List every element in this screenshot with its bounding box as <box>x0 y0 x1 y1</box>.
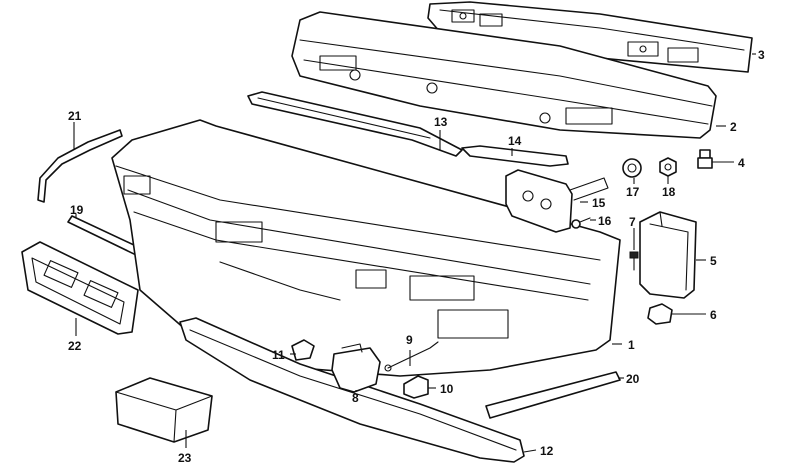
part-23-box <box>115 377 213 443</box>
part-15-bumper-mount <box>505 169 609 233</box>
callout-7: 7 <box>629 215 636 229</box>
part-22-license-plate-bracket <box>21 241 139 335</box>
part-3-bumper-carrier <box>427 1 753 73</box>
part-20-side-strip <box>485 371 621 419</box>
part-2-rear-bumper <box>291 11 717 139</box>
part-9-rod <box>384 341 439 372</box>
leader-lines <box>73 53 756 453</box>
callout-5: 5 <box>710 254 717 268</box>
part-1-front-bumper <box>111 119 621 377</box>
callout-18: 18 <box>662 185 676 199</box>
part-21-curved-strip <box>37 129 123 203</box>
callout-4: 4 <box>738 156 745 170</box>
callout-10: 10 <box>440 382 454 396</box>
callout-20: 20 <box>626 372 640 386</box>
callout-15: 15 <box>592 196 606 210</box>
part-14-trim-strip <box>461 145 569 167</box>
callout-22: 22 <box>68 339 82 353</box>
callout-19: 19 <box>70 203 84 217</box>
callout-11: 11 <box>272 348 285 362</box>
callout-1: 1 <box>628 338 635 352</box>
part-6-clip <box>647 303 673 325</box>
callout-8: 8 <box>352 391 359 405</box>
callout-2: 2 <box>730 120 737 134</box>
callout-3: 3 <box>758 48 765 62</box>
part-13-trim-strip <box>247 91 463 157</box>
callout-6: 6 <box>710 308 717 322</box>
callout-17: 17 <box>626 185 640 199</box>
part-5-bracket <box>639 211 697 299</box>
part-11-cap <box>291 339 315 361</box>
part-18-nut <box>659 157 677 177</box>
callout-23: 23 <box>178 451 192 465</box>
callout-21: 21 <box>68 109 82 123</box>
part-17-grommet <box>622 158 642 178</box>
callout-13: 13 <box>434 115 448 129</box>
callout-12: 12 <box>540 444 554 458</box>
part-10-clip <box>403 375 429 399</box>
part-8-tow-hook-cover <box>331 343 381 393</box>
callout-16: 16 <box>598 214 612 228</box>
part-7-screw <box>629 251 639 271</box>
callout-14: 14 <box>508 134 522 148</box>
part-4-bolt <box>697 149 713 169</box>
callout-9: 9 <box>406 333 413 347</box>
part-16-screw <box>571 217 591 229</box>
